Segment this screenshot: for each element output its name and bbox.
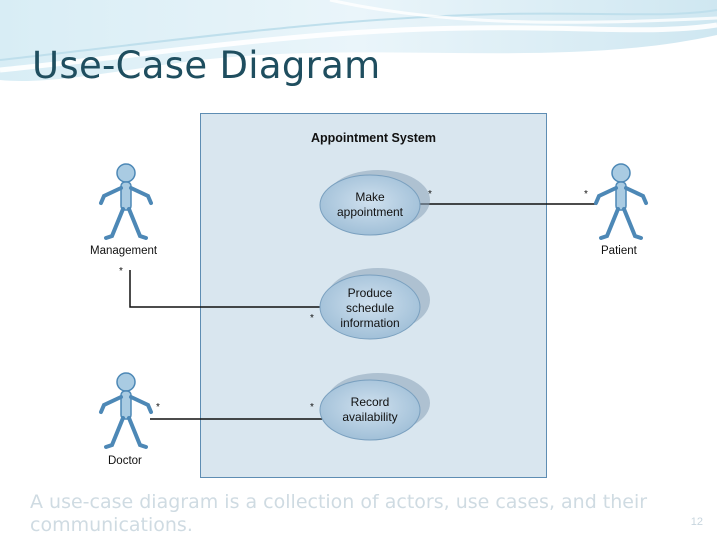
header-banner (0, 0, 717, 81)
multiplicity-marker: * (428, 189, 432, 200)
use-case-produce-schedule (319, 268, 430, 340)
use-case-make-appointment (319, 170, 430, 236)
use-case-text-line: information (340, 316, 400, 330)
use-case-text-line: Record (350, 395, 390, 409)
use-case-text-line: Make (355, 190, 385, 204)
multiplicity-marker: * (310, 313, 314, 324)
use-case-produce-schedule-text: Produce schedule information (315, 286, 425, 331)
actor-doctor-icon (99, 372, 153, 449)
use-case-text-line: schedule (345, 301, 395, 315)
use-case-record-availability-text: Record availability (315, 395, 425, 425)
actor-patient-label: Patient (601, 245, 637, 257)
association-management-produce-schedule (129, 270, 322, 308)
multiplicity-marker: * (584, 189, 588, 200)
use-case-text-line: appointment (336, 205, 404, 219)
multiplicity-marker: * (310, 402, 314, 413)
page-number: 12 (690, 516, 703, 528)
actor-management-icon (99, 163, 153, 240)
multiplicity-marker: * (156, 402, 160, 413)
use-case-record-availability (319, 373, 430, 441)
actor-management-label: Management (90, 245, 158, 257)
slide-title: Use-Case Diagram (32, 44, 381, 87)
use-case-make-appointment-text: Make appointment (315, 190, 425, 220)
slide-caption: A use-case diagram is a collection of ac… (30, 491, 648, 536)
actor-doctor-label: Doctor (108, 455, 142, 467)
actor-patient-icon (594, 163, 648, 240)
system-title: Appointment System (310, 131, 436, 145)
use-case-text-line: Produce (347, 286, 393, 300)
multiplicity-marker: * (119, 266, 123, 277)
use-case-text-line: availability (342, 410, 398, 424)
